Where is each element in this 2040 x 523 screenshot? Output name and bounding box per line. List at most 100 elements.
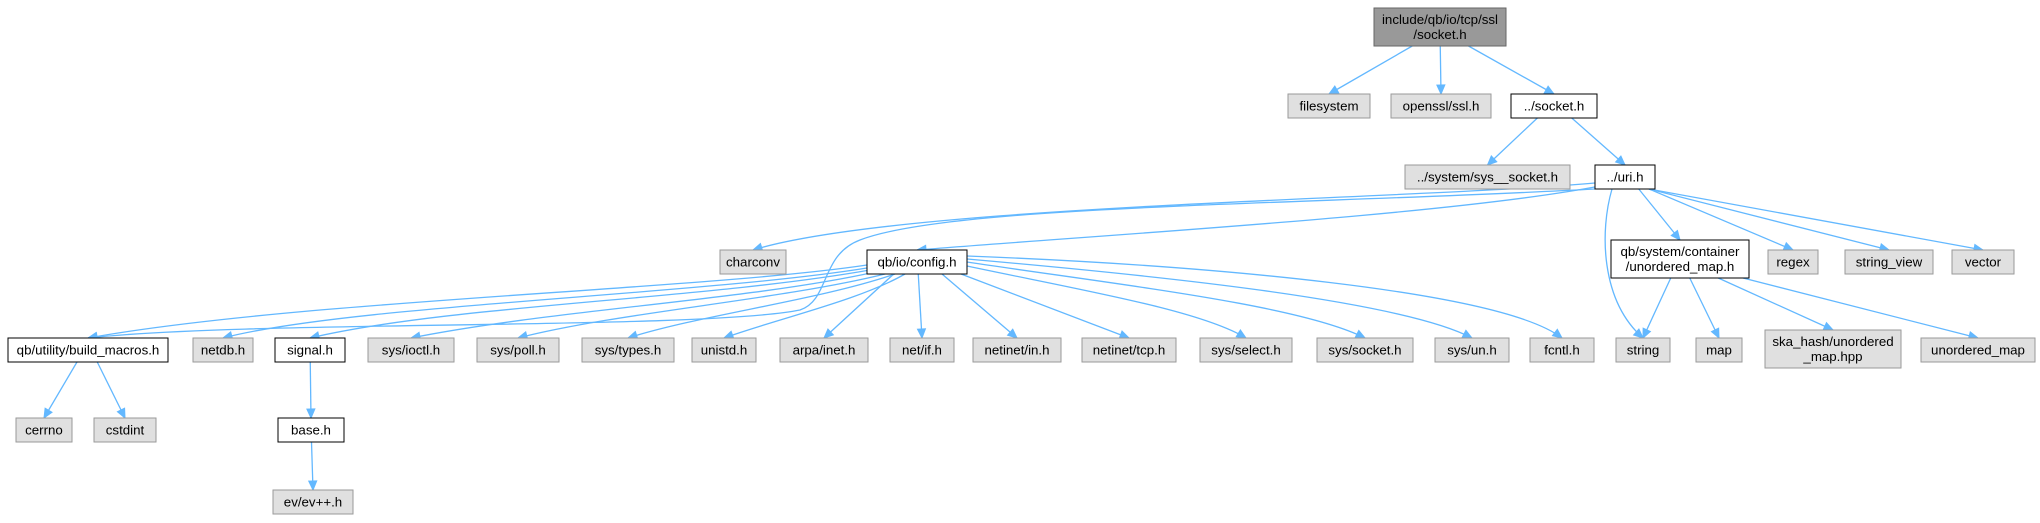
node-root-label-line-1: include/qb/io/tcp/ssl [1382, 12, 1498, 27]
node-sys-poll-label-line-1: sys/poll.h [490, 343, 545, 358]
node-sys-poll: sys/poll.h [476, 337, 560, 363]
node-netinet-in: netinet/in.h [972, 337, 1062, 363]
node-ska-hash-label-line-2: _map.hpp [1802, 349, 1862, 364]
node-build-macros-label-line-1: qb/utility/build_macros.h [17, 343, 160, 358]
edge-socket-h-to-sys-socket [1486, 117, 1538, 166]
node-base-h[interactable]: base.h [277, 417, 345, 443]
node-ev-h-box [272, 489, 354, 515]
edge-uri-h-to-charconv [751, 182, 1596, 252]
node-sys-ioctl-box [367, 337, 455, 363]
node-netdb-label-line-1: netdb.h [201, 343, 245, 358]
node-netdb-box [192, 337, 254, 363]
edge-uri-h-to-build-macros [86, 188, 1596, 342]
edge-root-to-socket-h-arrowhead [1543, 85, 1556, 95]
node-base-h-label-line-1: base.h [291, 423, 331, 438]
edge-build-macros-to-cerrno-line [43, 361, 78, 419]
node-ev-h-label-line-1: ev/ev++.h [284, 495, 342, 510]
node-unordered-map-h-box [1610, 239, 1750, 279]
node-unordered-map-h[interactable]: qb/system/container/unordered_map.h [1610, 239, 1750, 279]
node-sys-socket-h: sys/socket.h [1316, 337, 1414, 363]
node-ska-hash: ska_hash/unordered_map.hpp [1764, 329, 1902, 369]
node-unistd-label-line-1: unistd.h [701, 343, 748, 358]
edge-uri-h-to-string-line [1604, 188, 1644, 339]
edge-build-macros-to-cerrno-arrowhead [43, 407, 53, 420]
edge-config-h-to-unistd-line [723, 273, 906, 339]
edge-config-h-to-sys-un-line [966, 258, 1473, 339]
edge-config-h-to-netdb [221, 267, 868, 341]
edge-config-h-to-sys-select-line [966, 265, 1247, 339]
edge-config-h-to-fcntl-arrowhead [1551, 328, 1563, 339]
node-string-label-line-1: string [1627, 343, 1660, 358]
edge-root-to-filesystem-arrowhead [1327, 85, 1340, 95]
node-openssl-ssl: openssl/ssl.h [1390, 93, 1492, 119]
edge-uri-h-to-charconv-line [752, 182, 1596, 251]
node-build-macros[interactable]: qb/utility/build_macros.h [7, 337, 169, 363]
edge-config-h-to-netinet-in-line [941, 273, 1018, 339]
node-uri-h[interactable]: ../uri.h [1594, 164, 1656, 190]
edge-unordered-map-h-to-string-arrowhead [1642, 327, 1652, 340]
nodes-layer: include/qb/io/tcp/ssl/socket.hfilesystem… [7, 7, 2036, 515]
edge-signal-h-to-base-h [306, 361, 316, 420]
edge-config-h-to-arpa-inet-arrowhead [823, 328, 835, 339]
node-arpa-inet: arpa/inet.h [779, 337, 869, 363]
node-sys-select: sys/select.h [1199, 337, 1293, 363]
edge-config-h-to-netinet-in [941, 273, 1018, 339]
edge-unordered-map-h-to-map-arrowhead [1710, 327, 1720, 340]
edge-config-h-to-sys-select [966, 265, 1248, 339]
edge-config-h-to-signal-h-line [309, 269, 871, 339]
edge-config-h-to-netinet-tcp-line [960, 273, 1130, 339]
edge-uri-h-to-vector-line [1648, 188, 1984, 251]
node-openssl-ssl-label-line-1: openssl/ssl.h [1403, 99, 1480, 114]
edge-root-to-socket-h-line [1468, 45, 1555, 95]
edge-config-h-to-netinet-tcp [960, 273, 1131, 340]
node-signal-h-label-line-1: signal.h [287, 343, 333, 358]
node-signal-h[interactable]: signal.h [274, 337, 346, 363]
edge-unordered-map-h-to-ska-hash-arrowhead [1822, 321, 1835, 331]
edge-unordered-map-h-to-string [1642, 277, 1672, 340]
node-sys-socket: ../system/sys__socket.h [1404, 164, 1571, 190]
node-config-h[interactable]: qb/io/config.h [866, 249, 968, 275]
node-config-h-box [866, 249, 968, 275]
node-map-box [1695, 337, 1743, 363]
edge-root-to-socket-h [1468, 45, 1556, 95]
node-ska-hash-box [1764, 329, 1902, 369]
edge-build-macros-to-cstdint-arrowhead [116, 407, 126, 420]
edge-config-h-to-net-if-line [917, 273, 923, 339]
node-socket-h-box [1510, 93, 1598, 119]
node-regex: regex [1767, 249, 1819, 275]
node-unordered-map-box [1920, 337, 2036, 363]
node-root[interactable]: include/qb/io/tcp/ssl/socket.h [1373, 7, 1507, 47]
node-sys-socket-box [1404, 164, 1571, 190]
edge-root-to-openssl-ssl-arrowhead [1436, 84, 1446, 96]
edge-config-h-to-fcntl [966, 255, 1563, 339]
edge-unordered-map-h-to-map [1689, 277, 1720, 340]
edge-socket-h-to-uri-h-arrowhead [1614, 155, 1626, 166]
edge-config-h-to-sys-select-arrowhead [1235, 328, 1248, 339]
node-sys-socket-h-label-line-1: sys/socket.h [1328, 343, 1401, 358]
node-charconv-box [719, 249, 787, 275]
edge-socket-h-to-uri-h-line [1571, 117, 1626, 166]
edge-config-h-to-unistd [722, 273, 906, 340]
node-netinet-in-label-line-1: netinet/in.h [984, 343, 1049, 358]
node-string-view-label-line-1: string_view [1856, 255, 1923, 270]
node-socket-h[interactable]: ../socket.h [1510, 93, 1598, 119]
edge-config-h-to-sys-socket-h [966, 261, 1367, 339]
edge-config-h-to-signal-h [308, 269, 871, 341]
edge-config-h-to-sys-poll-line [517, 273, 886, 339]
node-cerrno-box [15, 417, 73, 443]
node-sys-socket-label-line-1: ../system/sys__socket.h [1417, 170, 1558, 185]
edge-uri-h-to-unordered-map-h-line [1638, 188, 1681, 241]
node-signal-h-box [274, 337, 346, 363]
node-unistd-box [691, 337, 757, 363]
edge-config-h-to-build-macros-line [87, 264, 868, 339]
node-net-if-label-line-1: net/if.h [902, 343, 942, 358]
edge-config-h-to-sys-un-arrowhead [1461, 329, 1474, 339]
node-sys-types-box [581, 337, 675, 363]
edge-unordered-map-h-to-string-line [1642, 277, 1672, 339]
edge-config-h-to-sys-socket-h-arrowhead [1354, 329, 1367, 339]
node-netinet-in-box [972, 337, 1062, 363]
node-charconv: charconv [719, 249, 787, 275]
edge-config-h-to-net-if [916, 273, 927, 340]
node-filesystem-box [1287, 93, 1371, 119]
node-string: string [1615, 337, 1671, 363]
